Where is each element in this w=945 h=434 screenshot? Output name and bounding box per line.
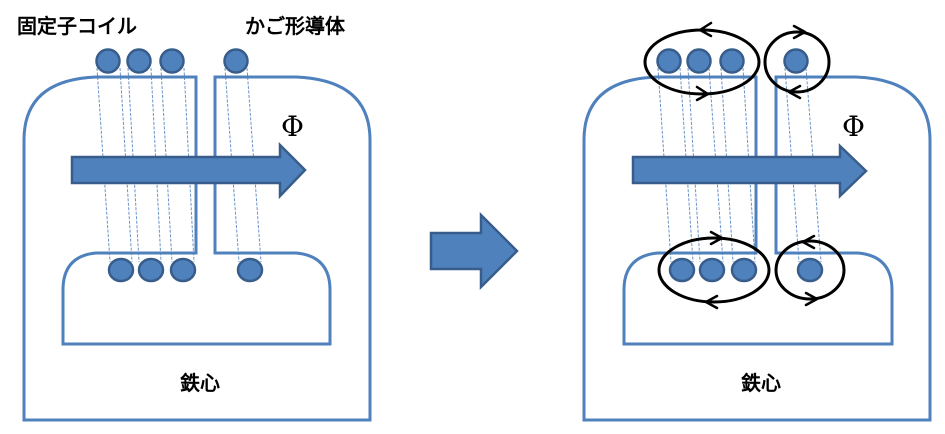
stator-coils-bottom <box>668 257 758 283</box>
right-arrow-icon <box>429 211 519 291</box>
loop-arrow-right-icon <box>695 85 710 102</box>
loop-arrow-left-icon <box>704 294 719 310</box>
stator-coil <box>668 257 696 283</box>
flux-arrow <box>631 143 868 199</box>
stator-coil <box>95 48 121 74</box>
stator-coil <box>730 257 758 283</box>
cage-conductor-label: かご形導体 <box>245 14 346 38</box>
outer-core <box>22 75 372 422</box>
stator-coil <box>169 257 197 283</box>
flux-symbol: Φ <box>281 110 304 143</box>
stator-coil <box>126 48 152 74</box>
flux-symbol: Φ <box>842 110 865 143</box>
loop-arrow-left-icon <box>698 21 713 38</box>
loop-arrow-right-icon <box>804 291 819 307</box>
stator-coils-top <box>95 48 185 74</box>
cage-conductor-top <box>783 48 809 74</box>
core-label: 鉄心 <box>180 371 220 395</box>
core-label: 鉄心 <box>741 371 781 395</box>
loop-arrow-right-icon <box>709 230 724 246</box>
stator-coil <box>137 257 165 283</box>
stator-coil-label: 固定子コイル <box>17 14 137 38</box>
cage-conductor-top <box>223 48 249 74</box>
stator-coils-top <box>656 48 745 74</box>
stator-bottom-loop <box>657 230 771 310</box>
stator-coil <box>159 48 185 74</box>
right-panel: 鉄心 Φ <box>582 21 932 422</box>
loop-arrow-right-icon <box>792 24 807 40</box>
stator-coil <box>686 48 712 74</box>
loop-arrow-left-icon <box>787 84 802 100</box>
stator-coil <box>719 48 745 74</box>
cage-conductor-bottom <box>236 257 264 283</box>
loop-arrow-left-icon <box>801 234 816 250</box>
stator-coils-bottom <box>107 257 197 283</box>
cage-bottom-loop <box>774 234 846 307</box>
stator-coil <box>107 257 135 283</box>
stator-coil <box>656 48 682 74</box>
flux-arrow <box>70 141 307 200</box>
stator-coil <box>698 257 726 283</box>
cage-conductor-bottom <box>796 257 824 283</box>
stator-top-loop <box>643 21 761 102</box>
cage-top-loop <box>763 24 831 100</box>
outer-core <box>582 75 932 422</box>
left-panel: 固定子コイル かご形導体 鉄心 Φ <box>17 14 372 422</box>
